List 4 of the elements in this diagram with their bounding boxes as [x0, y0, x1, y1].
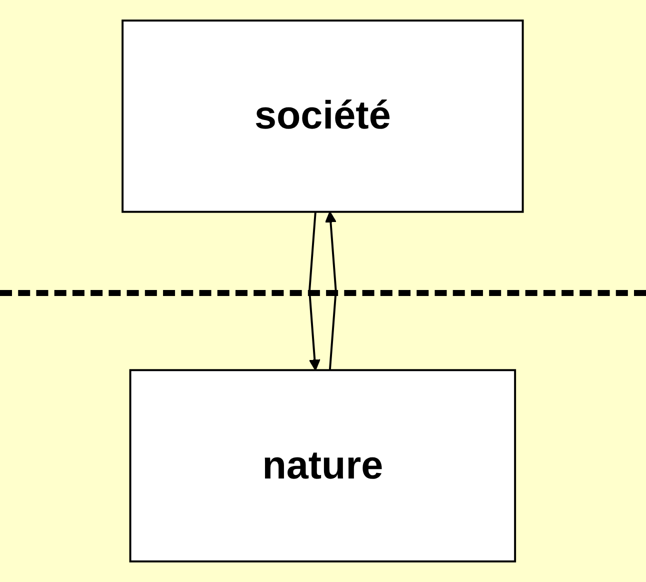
process-box: société: [122, 20, 524, 213]
arrow: [308, 212, 321, 371]
arrow: [325, 211, 338, 370]
process-box: nature: [130, 369, 516, 562]
